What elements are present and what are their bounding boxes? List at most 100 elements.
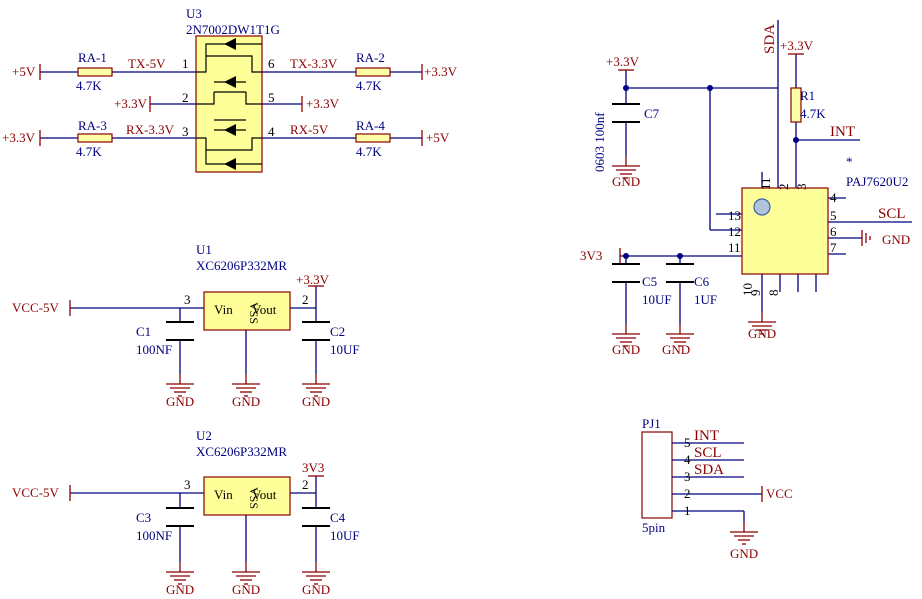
connector-pj1-body [641,431,673,519]
sensor-pin-11: 11 [728,240,741,255]
sensor-designator: PAJ7620U2 [846,174,908,189]
c1-value: 100NF [136,342,172,357]
resistor-ra-4 [355,133,391,143]
resistor-ra-3 [77,133,113,143]
c4-value: 10UF [330,528,360,543]
sensor-pin-7: 7 [830,240,837,255]
u2-vss-label: VSS [247,487,261,509]
u1-pin-2: 2 [302,292,309,307]
power-3v3-right: +3.3V [424,64,458,79]
c6-ref: C6 [694,274,710,289]
net-sda-sensor: SDA [762,24,778,54]
sensor-gnd-c6: GND [662,342,690,357]
ra-1-value: 4.7K [76,78,102,93]
ra-2-ref: RA-2 [356,50,385,65]
u1-vss-label: VSS [247,302,261,324]
connector-pj1-section: PJ1 5pin 5 4 3 2 1 INT SCL SDA VCC GND [641,416,793,561]
sensor-pin-3: 3 [794,184,809,191]
capacitor-c5 [612,263,640,283]
sensor-section: * PAJ7620U2 R1 4.7K C7 0603 100nf C5 10U… [580,20,912,357]
u3-pin-2: 2 [182,90,189,105]
r1-value: 4.7K [800,106,826,121]
net-3v3-sensor: 3V3 [580,248,602,263]
net-int-sensor: INT [830,124,855,140]
sensor-pin-1: 11 [758,177,773,190]
power-3v3-sensor-r1: +3.3V [780,38,814,53]
power-5v-right: +5V [426,130,450,145]
sensor-pin-13: 13 [728,208,741,223]
pj1-net-gnd: GND [730,546,758,561]
u2-designator: U2 [196,428,212,443]
power-3v3-pin5: +3.3V [306,96,340,111]
resistor-ra-1 [77,67,113,77]
net-scl-sensor: SCL [878,206,906,222]
pj1-pin-2: 2 [684,486,691,501]
c3-value: 100NF [136,528,172,543]
net-tx-3v3: TX-3.3V [290,56,338,71]
pj1-pin-5: 5 [684,435,691,450]
u1-part-number: XC6206P332MR [196,258,287,273]
resistor-r1 [790,87,802,123]
u2-gnd-1: GND [166,582,194,597]
u3-pin-3: 3 [182,124,189,139]
power-3v3-pin2: +3.3V [114,96,148,111]
u2-gnd-2: GND [232,582,260,597]
capacitor-c3 [166,507,194,527]
power-3v3-left: +3.3V [2,130,36,145]
ra-1-ref: RA-1 [78,50,107,65]
capacitor-c7 [612,103,640,123]
net-rx-5v: RX-5V [290,122,329,137]
regulator-u1-section: U1 XC6206P332MR C1 100NF C2 10UF Vin Vou… [12,242,360,409]
pj1-designator: PJ1 [642,416,661,431]
u1-designator: U1 [196,242,212,257]
mosfet-u3 [195,35,263,173]
capacitor-c2 [302,321,330,341]
u1-vin-label: Vin [214,302,233,317]
u2-gnd-3: GND [302,582,330,597]
u3-pin-6: 6 [268,56,275,71]
sensor-pin-2: 2 [776,184,791,191]
u2-pin-3: 3 [184,477,191,492]
r1-ref: R1 [800,88,815,103]
capacitor-c6 [666,263,694,283]
u3-pin-4: 4 [268,124,275,139]
regulator-u1-body [203,291,291,331]
ra-3-ref: RA-3 [78,118,107,133]
pj1-pin-4: 4 [684,452,691,467]
level-shifter-section: U3 2N7002DW1T1G RA-1 4.7K RA-2 4.7K RA-3… [2,6,458,173]
c4-ref: C4 [330,510,346,525]
u2-pin-2: 2 [302,477,309,492]
c6-value: 1UF [694,292,717,307]
regulator-u2-section: U2 XC6206P332MR C3 100NF C4 10UF Vin Vou… [12,428,360,597]
pj1-pin-3: 3 [684,469,691,484]
power-3v3-sensor-c7: +3.3V [606,54,640,69]
power-5v-left: +5V [12,64,36,79]
sensor-paj7620u2-body [741,187,829,275]
u2-vout-label: Vout [252,487,277,502]
u3-pin-5: 5 [268,90,275,105]
u1-input-net: VCC-5V [12,300,60,315]
c2-ref: C2 [330,324,345,339]
sensor-pin-9: 9 [748,290,763,297]
net-tx-5v: TX-5V [128,56,166,71]
c5-value: 10UF [642,292,672,307]
c7-ref: C7 [644,106,660,121]
sensor-pin-5: 5 [830,208,837,223]
pj1-net-vcc: VCC [766,486,793,501]
sensor-pin-6: 6 [830,224,837,239]
sensor-pin-10: 10 [740,283,755,296]
sensor-gnd-bottom: GND [748,326,776,341]
sensor-pin-4: 4 [830,190,837,205]
u1-gnd-1: GND [166,394,194,409]
u1-vout-label: Vout [252,302,277,317]
regulator-u2-body [203,476,291,516]
ra-2-value: 4.7K [356,78,382,93]
sensor-gnd-c7: GND [612,174,640,189]
u3-pin-1: 1 [182,56,189,71]
u1-output-net: +3.3V [296,272,330,287]
sensor-marker: * [846,154,853,169]
ra-4-value: 4.7K [356,144,382,159]
resistor-ra-2 [355,67,391,77]
u1-gnd-3: GND [302,394,330,409]
